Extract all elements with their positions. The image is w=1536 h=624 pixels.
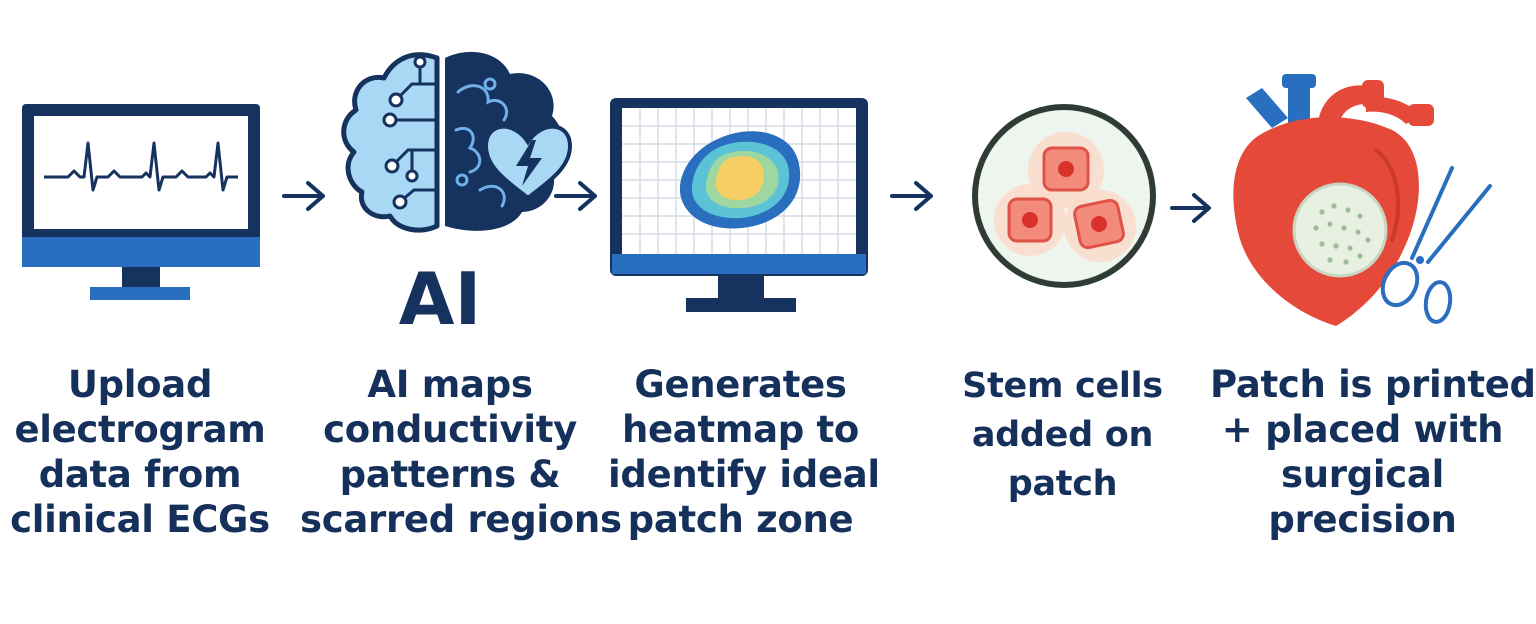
ecg-waveform: [44, 141, 238, 192]
stem-cell-dish-icon: [972, 104, 1156, 288]
step-1-line: Upload: [67, 363, 213, 406]
step-5-line: surgical: [1281, 453, 1444, 496]
cardiac-patch: [1292, 182, 1388, 278]
step-3-line: heatmap to: [621, 408, 860, 451]
ecg-monitor-icon: [22, 104, 260, 300]
step-4-line: Stem cells: [962, 366, 1163, 406]
arrow-right-icon: [890, 181, 933, 211]
scissors-icon: [1380, 166, 1492, 324]
step-1-line: clinical ECGs: [10, 498, 270, 541]
step-2-label: AI maps conductivity patterns & scarred …: [300, 362, 622, 542]
step-2-line: scarred regions: [300, 498, 622, 541]
step-5-label: Patch is printed + placed with surgical …: [1210, 362, 1536, 542]
step-1-label: Upload electrogram data from clinical EC…: [10, 362, 270, 542]
arrow-right-icon: [554, 181, 597, 211]
step-2-line: patterns &: [339, 453, 561, 496]
step-3-line: Generates: [634, 363, 847, 406]
heart-patch-scissors-icon: [1233, 74, 1492, 326]
step-4-line: added on: [971, 415, 1154, 455]
ai-brain-heart-icon: [341, 51, 573, 233]
step-4-line: patch: [1007, 464, 1118, 504]
ai-label: AI: [399, 257, 482, 341]
arrow-right-icon: [282, 181, 325, 211]
step-5-line: precision: [1268, 498, 1457, 541]
step-3-line: patch zone: [627, 498, 854, 541]
step-3-label: Generates heatmap to identify ideal patc…: [608, 362, 880, 542]
step-2-line: AI maps: [367, 363, 533, 406]
step-5-line: + placed with: [1221, 408, 1504, 451]
step-1-line: data from: [38, 453, 242, 496]
heatmap-monitor-icon: [610, 98, 868, 312]
workflow-illustrations: AI: [22, 51, 1492, 341]
step-1-line: electrogram: [14, 408, 266, 451]
arrow-right-icon: [1170, 193, 1211, 223]
step-5-line: Patch is printed: [1210, 363, 1536, 406]
step-4-label: Stem cells added on patch: [960, 362, 1165, 509]
step-2-line: conductivity: [323, 408, 577, 451]
step-3-line: identify ideal: [608, 453, 880, 496]
